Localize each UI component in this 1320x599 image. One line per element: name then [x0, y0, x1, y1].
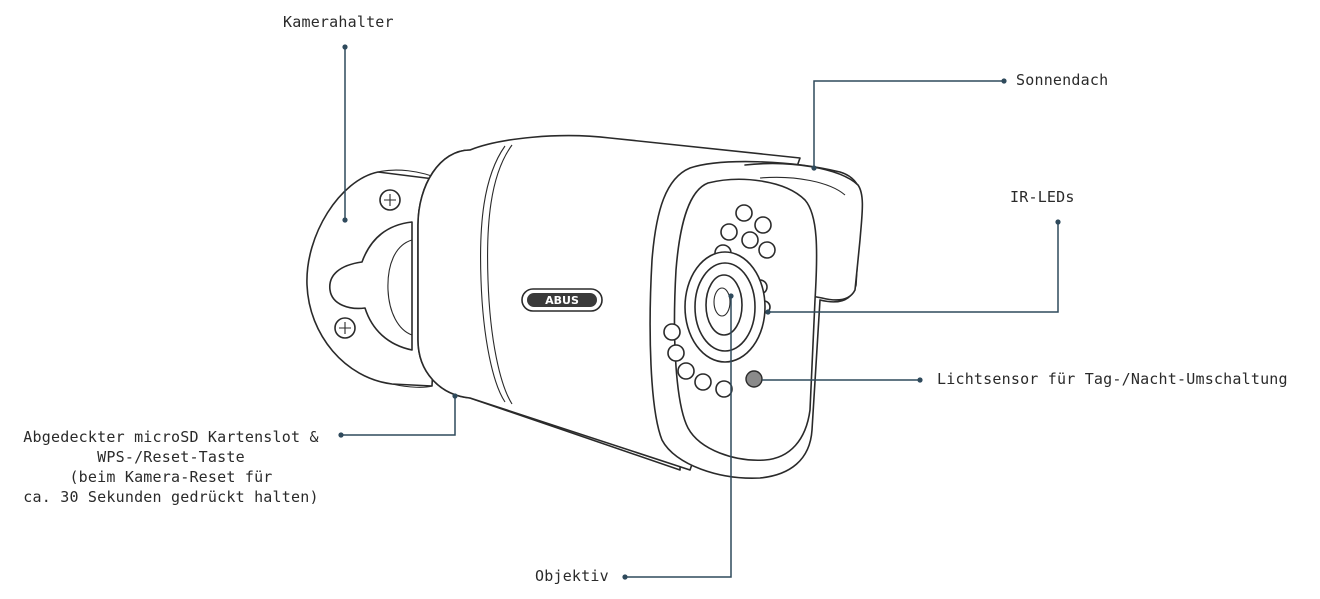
- abus-logo-text: ABUS: [545, 294, 579, 307]
- label-microsd-line-1: Abgedeckter microSD Kartenslot &: [23, 428, 319, 446]
- label-sun-shield: Sonnendach: [1016, 71, 1109, 89]
- label-lens: Objektiv: [535, 567, 609, 585]
- lens: [684, 251, 766, 363]
- label-microsd-slot: Abgedeckter microSD Kartenslot & WPS-/Re…: [6, 427, 336, 507]
- label-light-sensor: Lichtsensor für Tag-/Nacht-Umschaltung: [937, 370, 1288, 388]
- label-ir-leds: IR-LEDs: [1010, 188, 1075, 206]
- mount-screw-bottom: [334, 317, 356, 339]
- label-microsd-line-4: ca. 30 Sekunden gedrückt halten): [23, 488, 319, 506]
- light-sensor: [745, 370, 763, 388]
- mount-screw-top: [379, 189, 401, 211]
- ir-led-cluster-bottom: [663, 323, 733, 398]
- front-housing: [649, 160, 864, 479]
- leader-lines: [338, 44, 1061, 580]
- abus-logo: ABUS: [521, 288, 603, 312]
- label-camera-mount: Kamerahalter: [283, 13, 394, 31]
- label-microsd-line-3: (beim Kamera-Reset für: [69, 468, 273, 486]
- label-microsd-line-2: WPS-/Reset-Taste: [97, 448, 245, 466]
- wall-mount: [306, 169, 443, 388]
